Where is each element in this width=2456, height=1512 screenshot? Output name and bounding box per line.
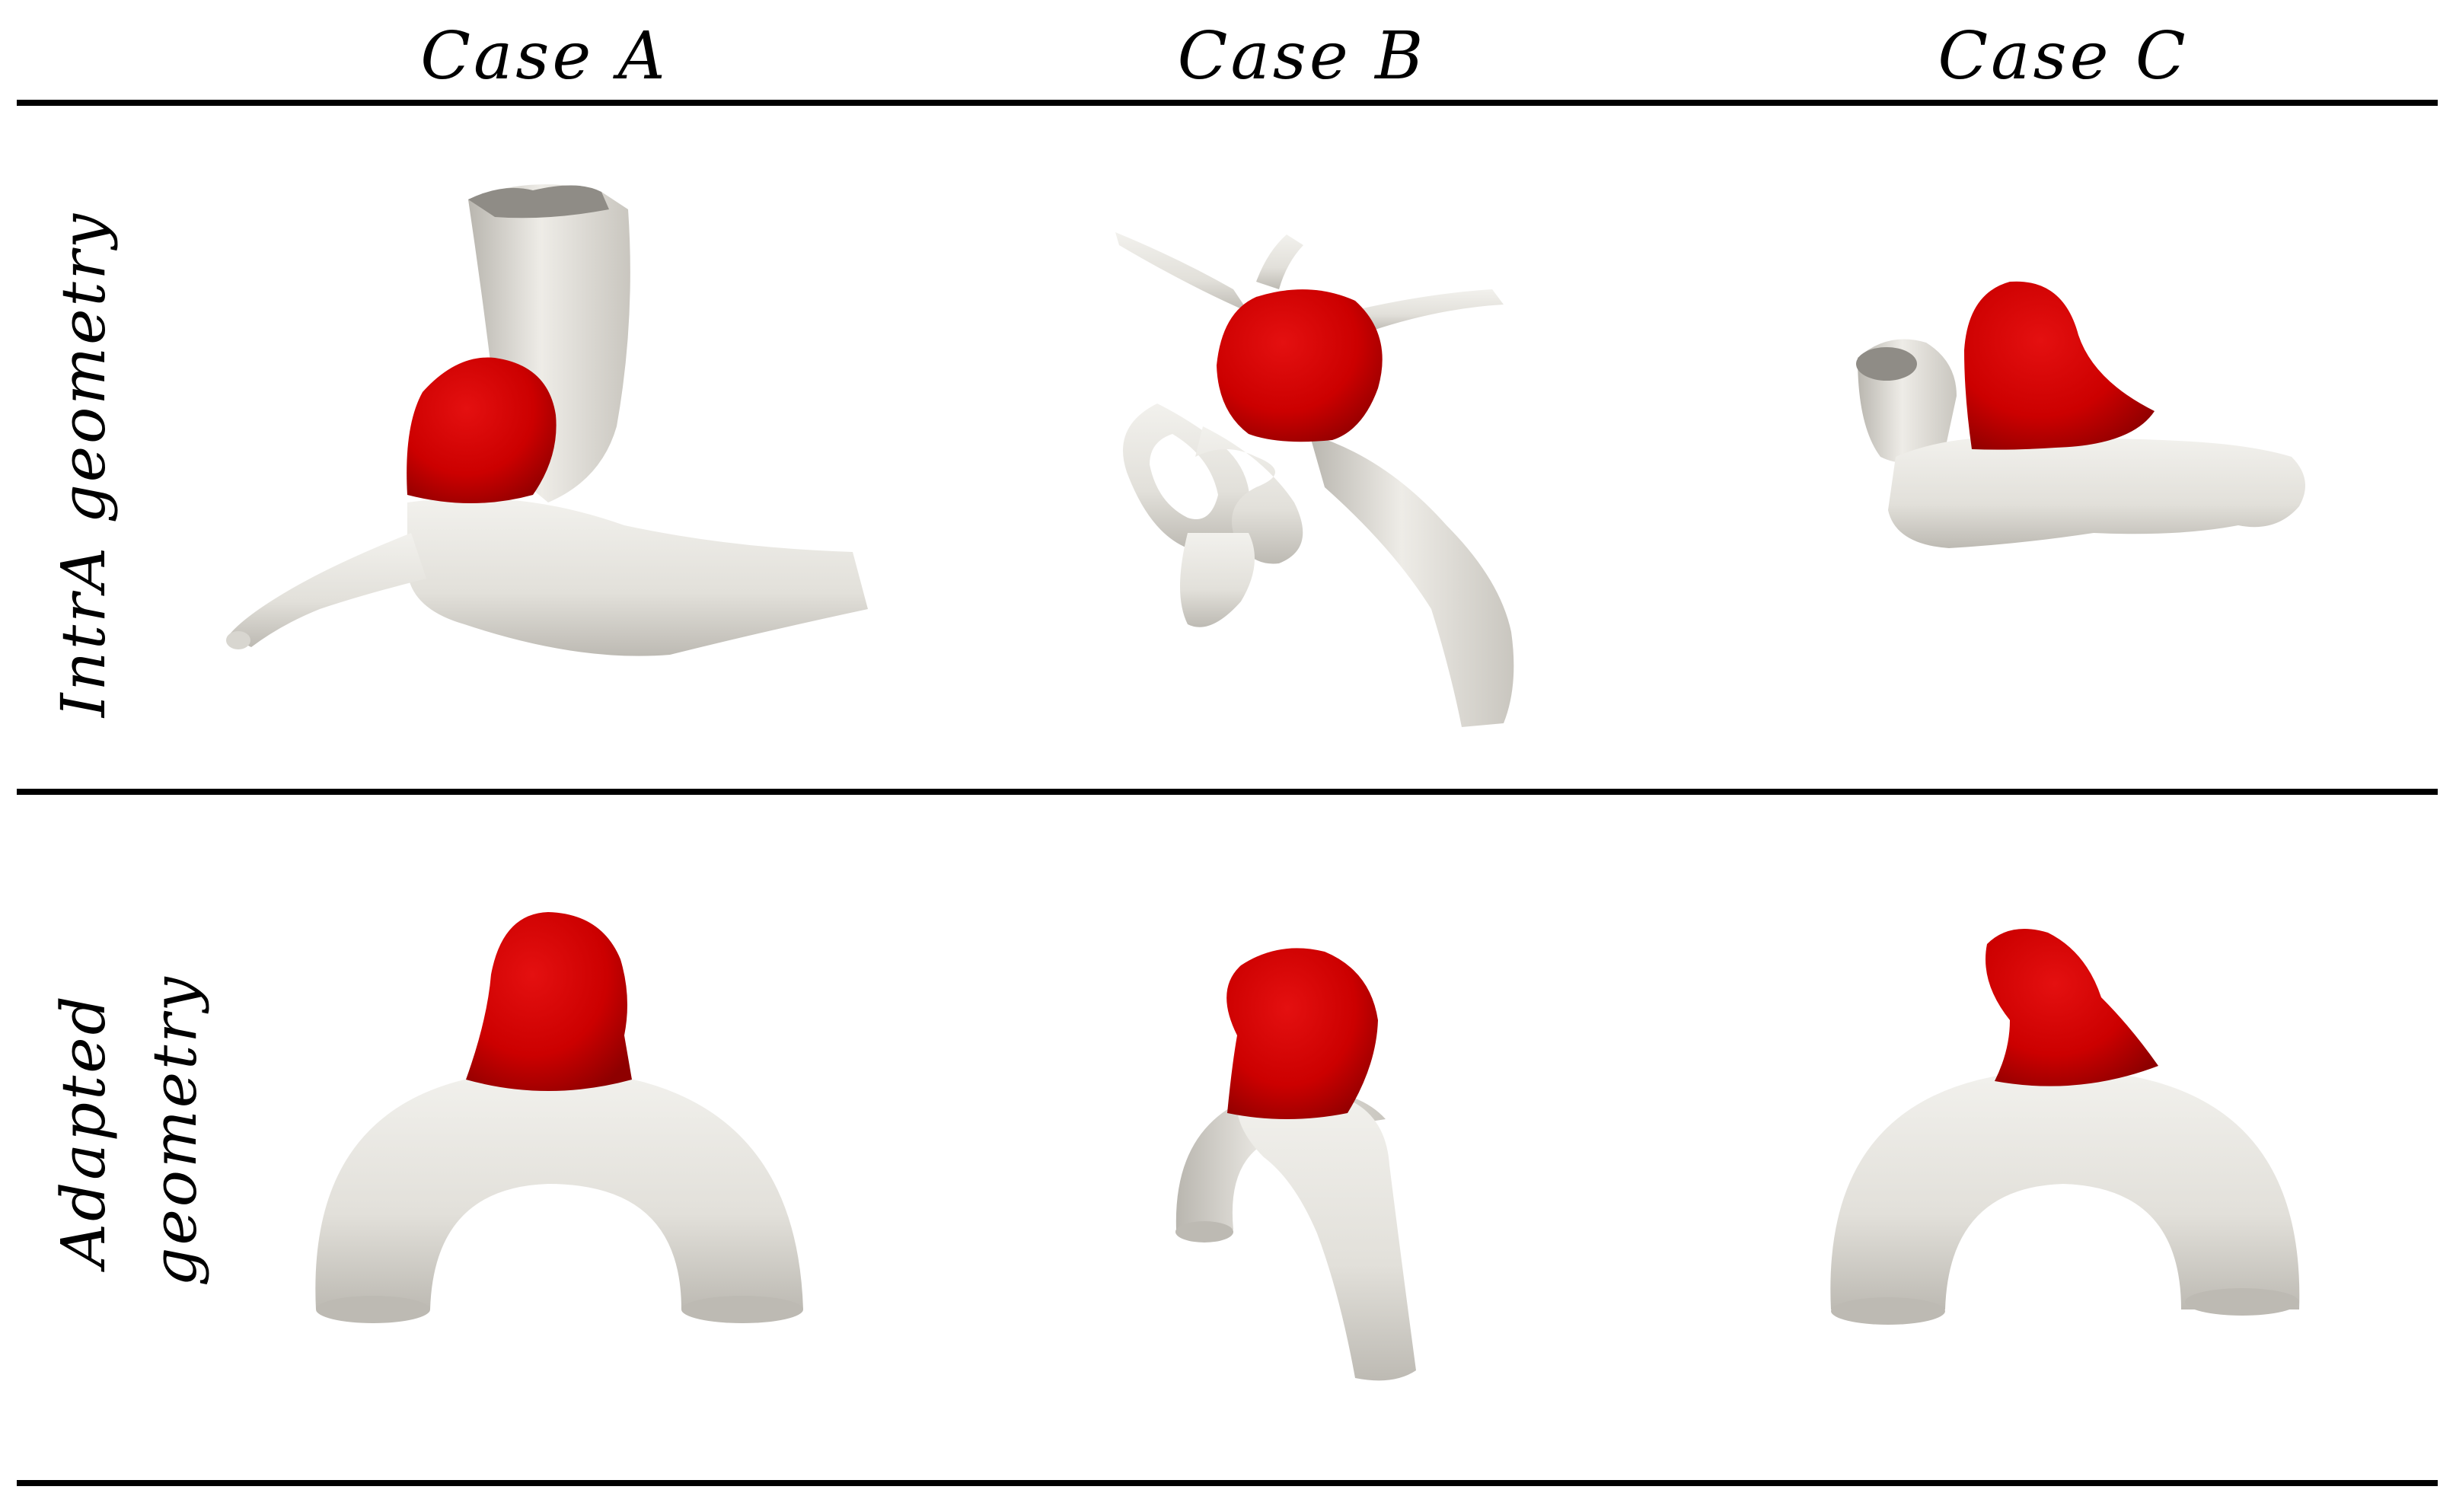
column-title-case-a: Case A xyxy=(420,18,668,94)
top-rule xyxy=(17,100,2438,106)
bottom-rule xyxy=(17,1480,2438,1486)
column-title-case-b: Case B xyxy=(1177,18,1427,94)
adapted-geometry-case-a xyxy=(315,912,803,1323)
intra-geometry-case-c xyxy=(1856,281,2305,548)
intra-geometry-case-b xyxy=(1115,232,1514,727)
adapted-geometry-case-c xyxy=(1830,929,2300,1325)
intra-geometry-case-a xyxy=(226,184,868,656)
column-title-case-c: Case C xyxy=(1938,18,2189,94)
middle-rule xyxy=(17,789,2438,795)
adapted-geometry-case-b xyxy=(1175,948,1416,1381)
